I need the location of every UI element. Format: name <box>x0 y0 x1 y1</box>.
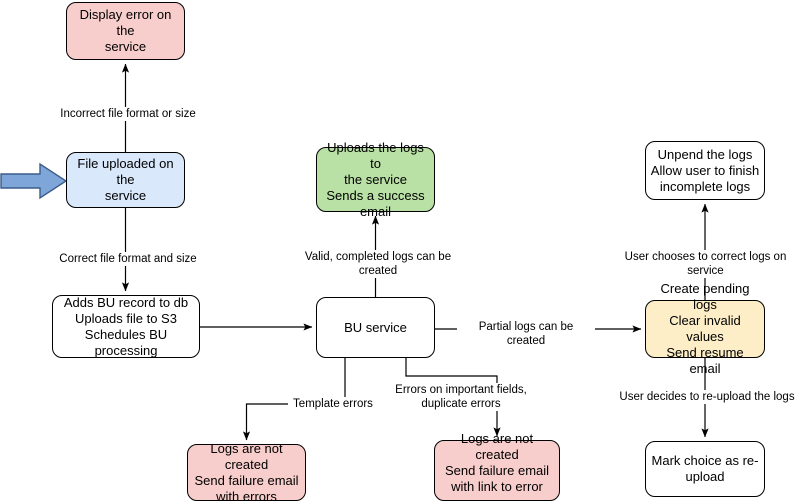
node-create-pending-logs[interactable]: Create pending logs Clear invalid values… <box>645 281 765 376</box>
edge-label-user-corrects: User chooses to correct logs on service <box>606 250 801 278</box>
node-adds-bu-record[interactable]: Adds BU record to db Uploads file to S3 … <box>52 295 200 358</box>
edge-label-valid-logs: Valid, completed logs can be created <box>283 250 473 278</box>
node-mark-choice[interactable]: Mark choice as re- upload <box>645 441 765 497</box>
edge-label-errors-important: Errors on important fields, duplicate er… <box>392 383 530 411</box>
edge-label-user-reupload: User decides to re-upload the logs <box>617 390 797 404</box>
node-unpend-logs[interactable]: Unpend the logs Allow user to finish inc… <box>645 141 765 200</box>
node-bu-service[interactable]: BU service <box>316 297 435 358</box>
node-uploads-logs[interactable]: Uploads the logs to the service Sends a … <box>316 140 435 219</box>
edge-label-template-errors: Template errors <box>288 397 378 411</box>
entry-arrow-icon <box>0 162 68 200</box>
edge-label-incorrect-format: Incorrect file format or size <box>56 107 200 121</box>
node-logs-not-created-2[interactable]: Logs are not created Send failure email … <box>434 431 560 501</box>
node-display-error[interactable]: Display error on the service <box>66 2 185 60</box>
node-logs-not-created-1[interactable]: Logs are not created Send failure email … <box>187 441 306 501</box>
edge-label-partial-logs: Partial logs can be created <box>457 320 595 348</box>
edge-label-correct-format: Correct file format and size <box>56 252 200 266</box>
node-file-uploaded[interactable]: File uploaded on the service <box>66 152 185 208</box>
